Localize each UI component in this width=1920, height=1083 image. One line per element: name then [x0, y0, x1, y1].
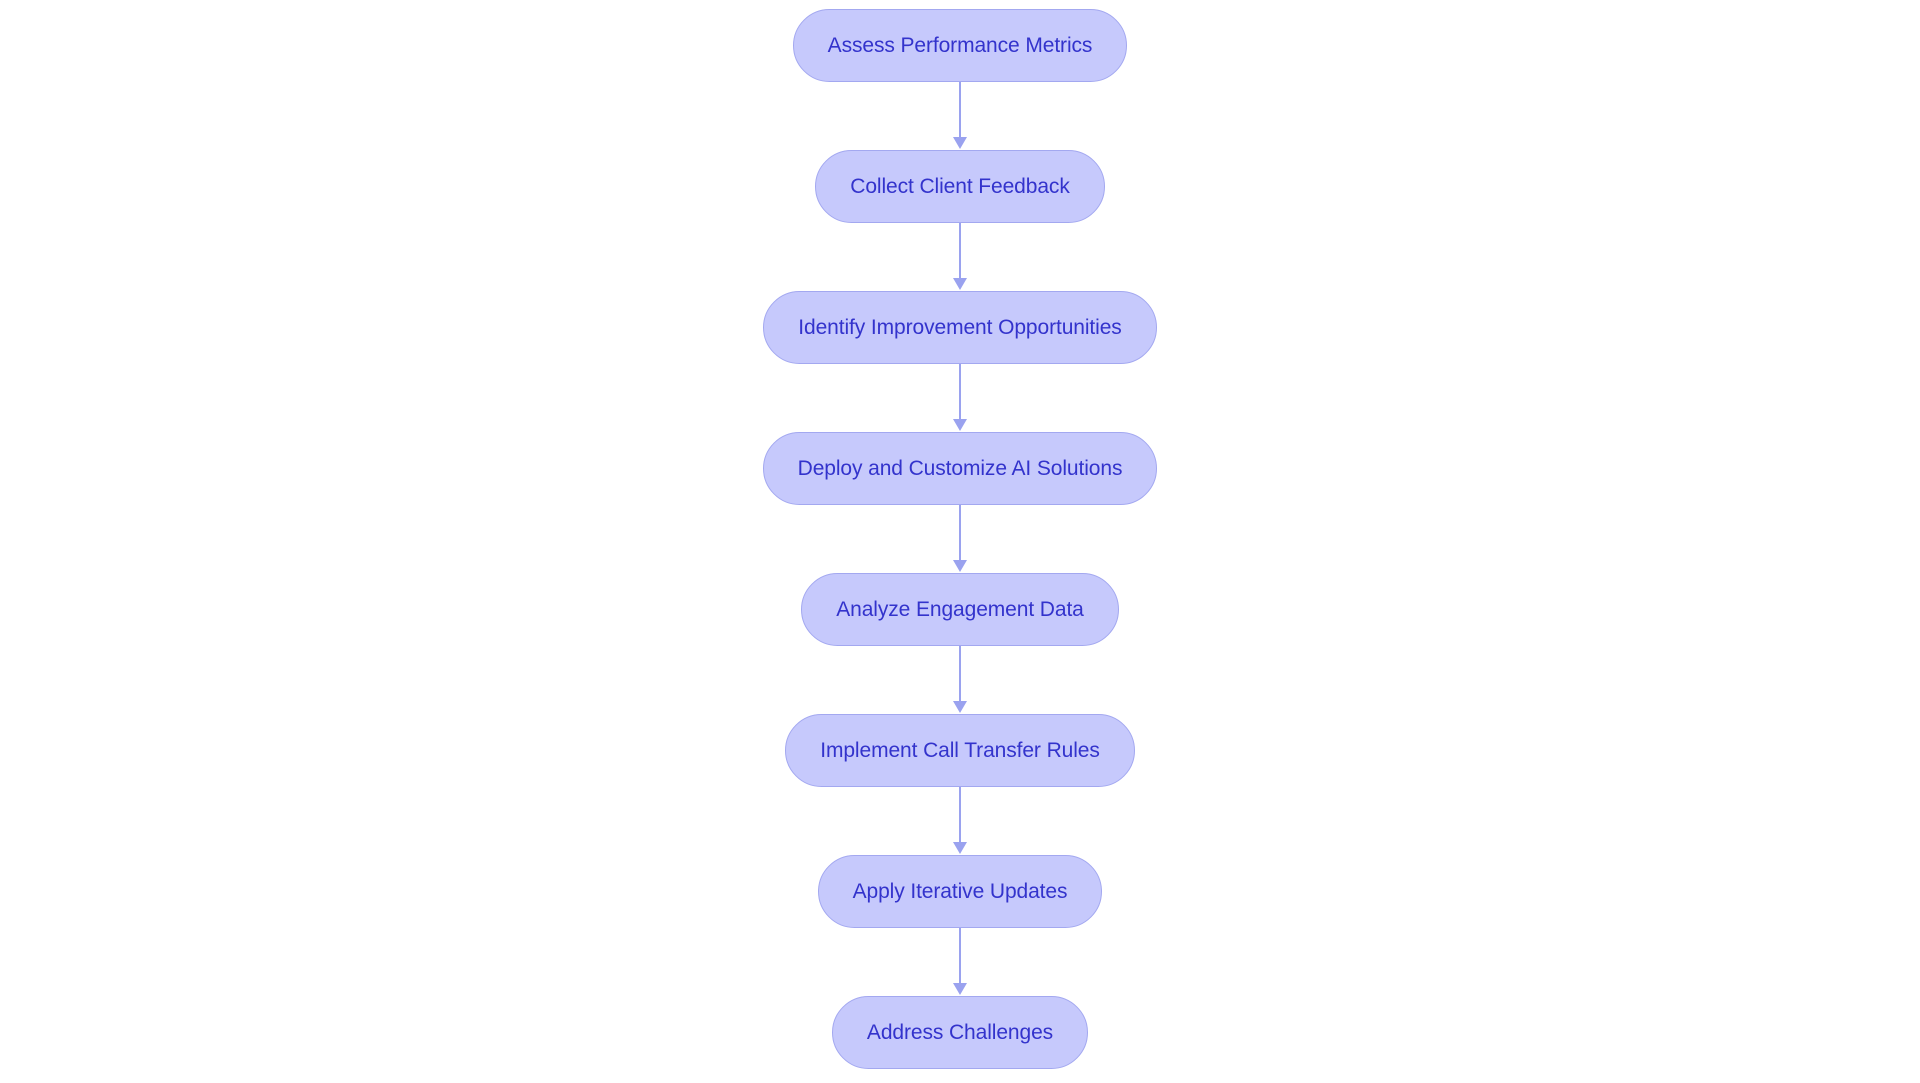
flow-node-label: Collect Client Feedback — [850, 175, 1070, 198]
flow-node-label: Implement Call Transfer Rules — [820, 739, 1100, 762]
arrowhead-icon — [953, 701, 967, 713]
arrowhead-icon — [953, 137, 967, 149]
flow-connector-n5-n6 — [948, 646, 972, 714]
flow-node-label: Identify Improvement Opportunities — [798, 316, 1122, 339]
flow-node-label: Assess Performance Metrics — [827, 34, 1093, 57]
flow-node-identify-improvement-opportunities[interactable]: Identify Improvement Opportunities — [763, 291, 1157, 364]
flow-node-label: Deploy and Customize AI Solutions — [797, 457, 1123, 480]
flow-connector-n7-n8 — [948, 928, 972, 996]
flow-node-analyze-engagement-data[interactable]: Analyze Engagement Data — [801, 573, 1119, 646]
flow-node-label: Address Challenges — [866, 1021, 1054, 1044]
arrowhead-icon — [953, 278, 967, 290]
flow-connector-n4-n5 — [948, 505, 972, 573]
flow-node-address-challenges[interactable]: Address Challenges — [831, 996, 1089, 1069]
flow-connector-n3-n4 — [948, 364, 972, 432]
flow-connector-n6-n7 — [948, 787, 972, 855]
flow-node-collect-client-feedback[interactable]: Collect Client Feedback — [815, 150, 1105, 223]
flow-node-apply-iterative-updates[interactable]: Apply Iterative Updates — [817, 855, 1103, 928]
flow-connector-n1-n2 — [948, 82, 972, 150]
arrowhead-icon — [953, 983, 967, 995]
flow-node-label: Analyze Engagement Data — [836, 598, 1084, 621]
flow-node-deploy-and-customize-ai-solutions[interactable]: Deploy and Customize AI Solutions — [762, 432, 1158, 505]
flow-node-assess-performance-metrics[interactable]: Assess Performance Metrics — [792, 9, 1128, 82]
flow-node-label: Apply Iterative Updates — [852, 880, 1068, 903]
arrowhead-icon — [953, 560, 967, 572]
flow-node-implement-call-transfer-rules[interactable]: Implement Call Transfer Rules — [785, 714, 1135, 787]
arrowhead-icon — [953, 842, 967, 854]
arrowhead-icon — [953, 419, 967, 431]
flow-connector-n2-n3 — [948, 223, 972, 291]
